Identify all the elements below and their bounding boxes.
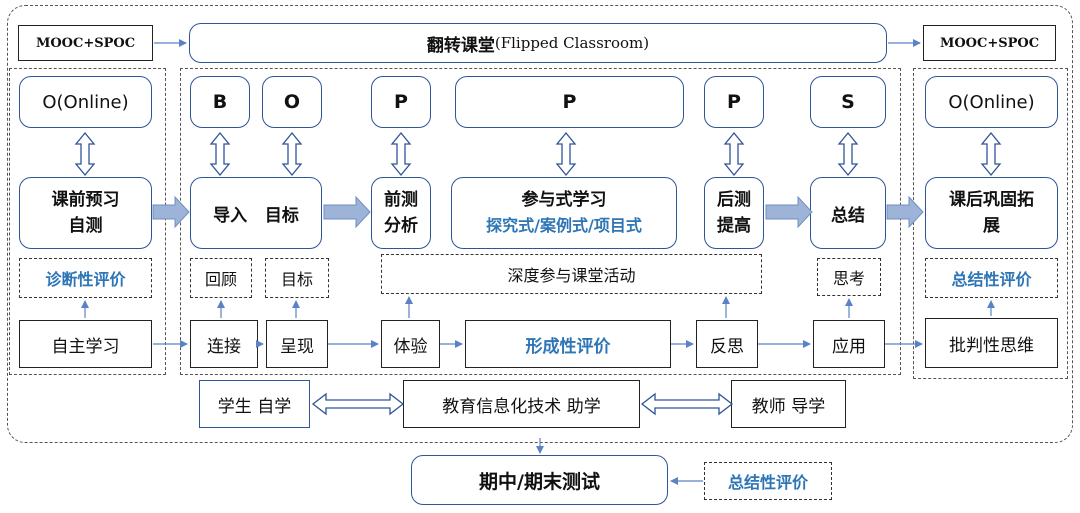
deep-participation-box: 深度参与课堂活动 [381,254,762,294]
flipped-classroom-title: 翻转课堂 (Flipped Classroom) [189,23,887,63]
title-cn: 翻转课堂 [426,35,495,56]
edu-tech-box: 教育信息化技术 助学 [403,380,640,428]
pre-class-line1: 课前预习 [51,189,120,210]
present-box: 呈现 [266,320,328,368]
teacher-guide-box: 教师 导学 [731,380,846,428]
letter-o: O [262,76,322,128]
summative-eval-exam: 总结性评价 [704,462,832,500]
reflect-box: 反思 [696,320,758,368]
post-class-line1: 课后巩固拓 [949,189,1034,210]
pre-test-line2: 分析 [384,216,418,236]
post-test-line1: 后测 [717,189,751,210]
connect-box: 连接 [190,320,258,368]
self-study-box: 自主学习 [19,320,152,368]
student-self-study-box: 学生 自学 [199,380,310,428]
critical-thinking-box: 批判性思维 [925,318,1058,368]
target-box: 目标 [265,258,329,298]
diagnostic-eval: 诊断性评价 [19,258,152,298]
apply-box: 应用 [813,320,885,368]
post-test-line2: 提高 [717,216,751,236]
summary-box: 总结 [810,177,886,249]
participatory-title: 参与式学习 [521,190,607,211]
participatory-box: 参与式学习 探究式/案例式/项目式 [451,177,677,249]
experience-box: 体验 [381,320,440,368]
mooc-spoc-left: MOOC+SPOC [18,25,153,61]
pre-class-line2: 自测 [68,216,103,236]
letter-p3: P [704,76,764,128]
participatory-sub: 探究式/案例式/项目式 [486,215,642,235]
pre-test-line1: 前测 [384,189,418,210]
post-online-box: O(Online) [925,76,1058,128]
post-class-line2: 展 [983,216,1000,236]
letter-p1: P [371,76,431,128]
review-box: 回顾 [190,258,252,298]
pre-class-preview-box: 课前预习 自测 [19,177,152,249]
pre-test-box: 前测 分析 [371,177,431,249]
post-test-box: 后测 提高 [704,177,764,249]
letter-p2: P [455,76,684,128]
mooc-spoc-right: MOOC+SPOC [923,25,1056,61]
pre-online-box: O(Online) [19,76,152,128]
thinking-box: 思考 [817,258,881,296]
formative-eval-box: 形成性评价 [465,320,671,368]
letter-b: B [190,76,250,128]
letter-s: S [810,76,886,128]
midterm-final-exam-box: 期中/期末测试 [411,455,668,505]
title-en: (Flipped Classroom) [494,34,650,52]
post-class-consolidate-box: 课后巩固拓 展 [925,177,1058,249]
intro-target-box: 导入 目标 [190,177,322,249]
summative-eval-post: 总结性评价 [925,258,1058,298]
